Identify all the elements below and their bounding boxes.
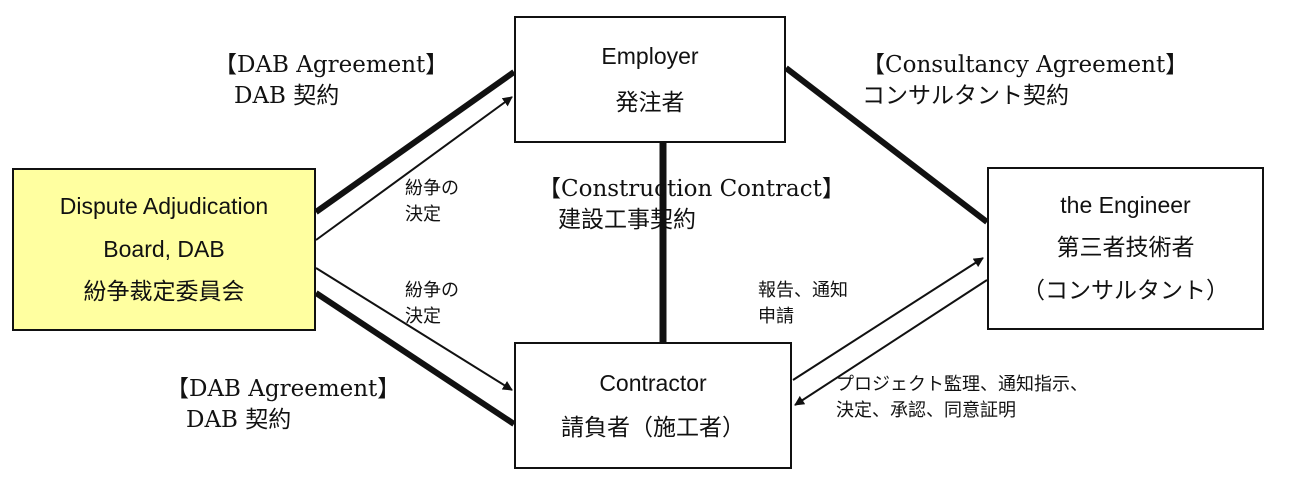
engineer-name-jp: 第三者技術者 — [1056, 235, 1195, 261]
dab-to-employer-decision-arrow — [315, 96, 513, 241]
decision-lower-line2: 決定 — [405, 306, 441, 328]
decision-upper-label: 紛争の 決定 — [405, 176, 459, 228]
report-notice-line2: 申請 — [758, 306, 794, 328]
construction-contract-en: 【Construction Contract】 — [538, 176, 845, 202]
report-notice-label: 報告、通知 申請 — [758, 278, 848, 330]
contractor-name-jp: 請負者（施工者） — [561, 414, 745, 441]
dab-to-contractor-decision-arrow — [315, 267, 513, 391]
dab-contractor-contract-line — [314, 290, 516, 427]
dab-name-en-line2: Board, DAB — [103, 236, 225, 262]
contractor-name-en: Contractor — [599, 369, 707, 396]
supervision-line2: 決定、承認、同意証明 — [836, 400, 1016, 422]
dab-agreement-bottom-label: 【DAB Agreement】 DAB 契約 — [166, 374, 400, 436]
dab-agreement-top-en: 【DAB Agreement】 — [214, 52, 449, 78]
dab-agreement-top-jp: DAB 契約 — [234, 83, 340, 110]
consultancy-agreement-jp: コンサルタント契約 — [862, 83, 1069, 110]
construction-contract-jp: 建設工事契約 — [558, 207, 696, 234]
decision-lower-line1: 紛争の — [405, 280, 459, 301]
consultancy-agreement-en: 【Consultancy Agreement】 — [862, 52, 1189, 78]
engineer-name-en: the Engineer — [1060, 192, 1191, 218]
consultancy-agreement-label: 【Consultancy Agreement】 コンサルタント契約 — [862, 50, 1188, 112]
dab-employer-contract-line — [314, 69, 516, 215]
report-notice-line1: 報告、通知 — [758, 280, 848, 301]
engineer-box: the Engineer 第三者技術者 （コンサルタント） — [987, 167, 1264, 330]
contractor-box: Contractor 請負者（施工者） — [514, 342, 792, 469]
dab-box: Dispute Adjudication Board, DAB 紛争裁定委員会 — [12, 168, 316, 331]
decision-upper-line1: 紛争の — [405, 178, 459, 199]
supervision-label: プロジェクト監理、通知指示、 決定、承認、同意証明 — [836, 372, 1088, 424]
engineer-to-contractor-supervision-arrow — [794, 279, 988, 406]
contractor-to-engineer-report-arrow — [792, 257, 984, 381]
employer-name-jp: 発注者 — [615, 89, 685, 116]
dab-agreement-top-label: 【DAB Agreement】 DAB 契約 — [214, 50, 448, 112]
construction-contract-label: 【Construction Contract】 建設工事契約 — [538, 174, 845, 236]
dab-name-en-line1: Dispute Adjudication — [59, 193, 269, 219]
engineer-name-consultant: （コンサルタント） — [1022, 278, 1229, 304]
decision-upper-line2: 決定 — [405, 204, 441, 226]
dab-agreement-bottom-en: 【DAB Agreement】 — [166, 376, 401, 402]
employer-engineer-contract-line — [784, 65, 989, 225]
employer-name-en: Employer — [601, 42, 699, 69]
decision-lower-label: 紛争の 決定 — [405, 278, 459, 330]
dab-name-jp: 紛争裁定委員会 — [83, 279, 245, 305]
supervision-line1: プロジェクト監理、通知指示、 — [836, 374, 1088, 395]
employer-box: Employer 発注者 — [514, 16, 786, 143]
dab-agreement-bottom-jp: DAB 契約 — [186, 407, 292, 434]
